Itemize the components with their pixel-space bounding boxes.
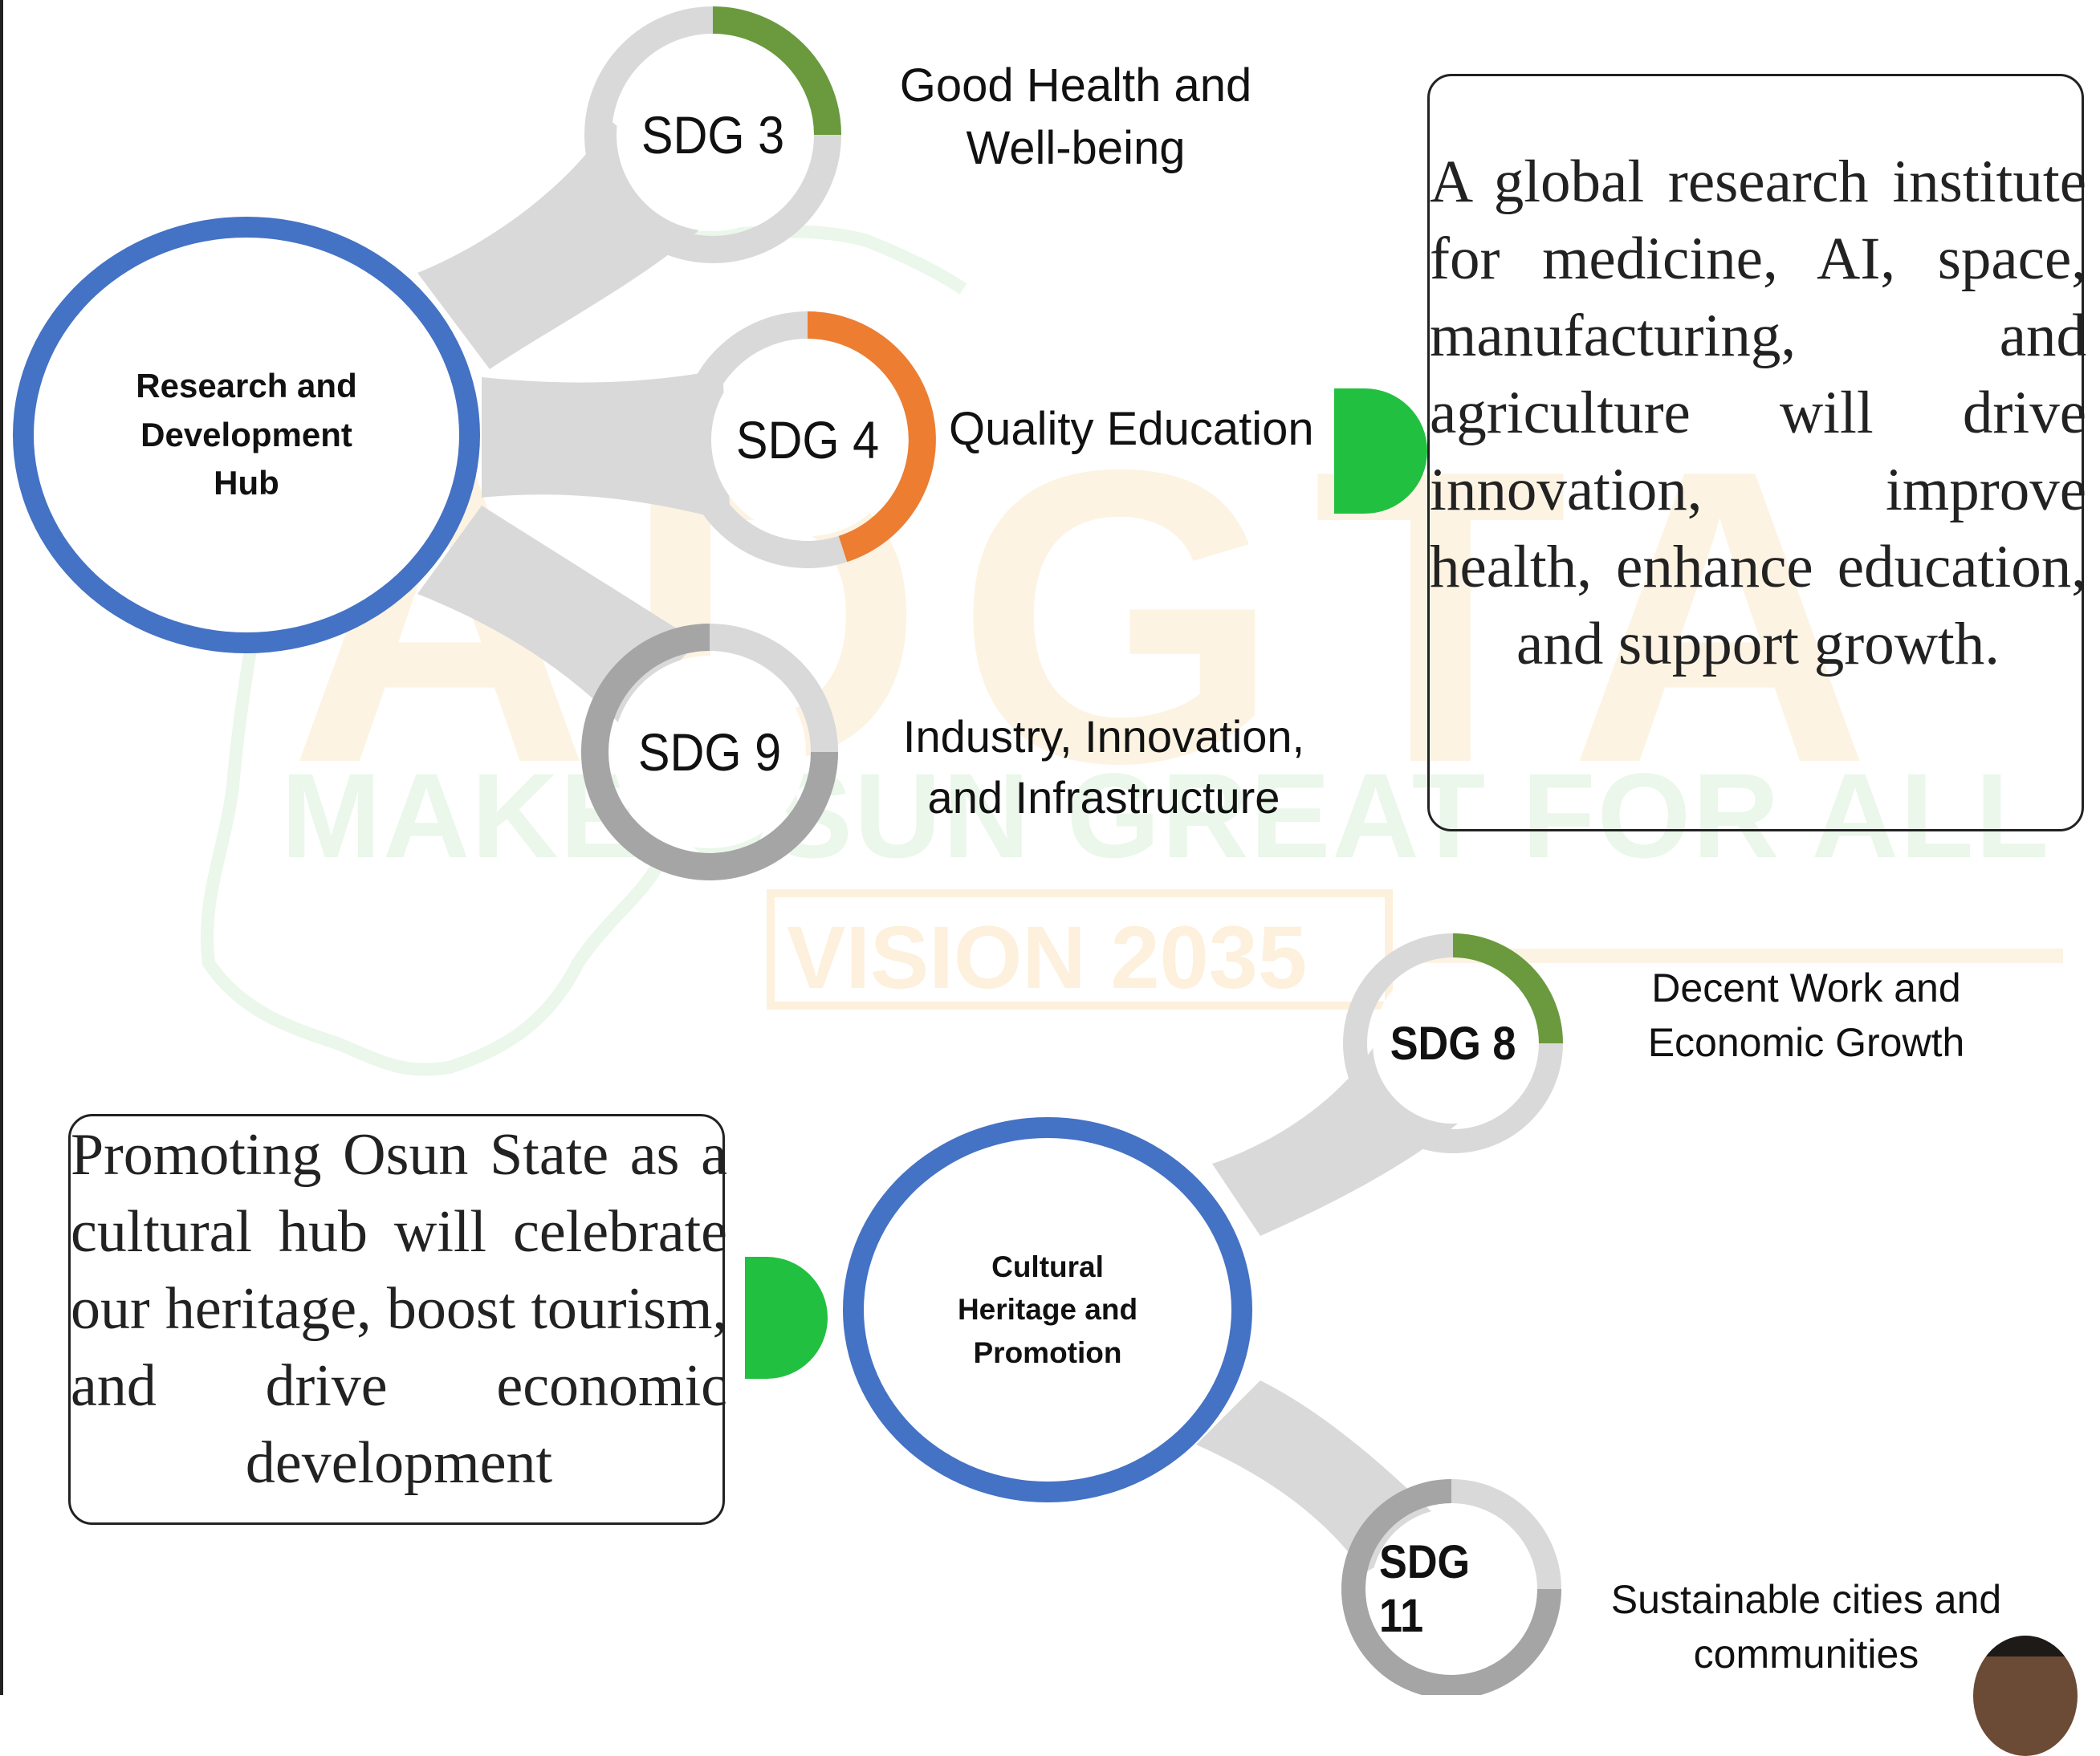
page-border [0, 0, 3, 1695]
arc-sdg9 [581, 624, 838, 880]
hub-research-development: Research and Development Hub [13, 217, 480, 653]
sdg-code: SDG 8 [1390, 1017, 1516, 1070]
diagram-shapes [201, 6, 1563, 1695]
sdg-11-badge: SDG 11 [1371, 1509, 1532, 1669]
arc-sdg4 [807, 311, 936, 563]
sdg-11-label: Sustainable cities and communities [1610, 1577, 2002, 1677]
connector-sdg4 [482, 369, 731, 522]
sdg-code: SDG 4 [735, 410, 880, 469]
sdg-8-badge: SDG 8 [1373, 963, 1533, 1124]
hub-title: Cultural Heritage and Promotion [957, 1250, 1138, 1369]
sdg-code: SDG 3 [641, 105, 785, 165]
sdg-code: SDG 9 [637, 722, 782, 782]
hub-description: A global research institute for medicine… [1430, 148, 2086, 677]
arc-sdg8 [1452, 933, 1563, 1044]
arc-sdg3 [712, 6, 841, 136]
marker-hub1 [1334, 388, 1427, 514]
hub-2-description-box: Promoting Osun State as a cultural hub w… [68, 1114, 727, 1525]
arc-sdg11 [1341, 1479, 1561, 1695]
map-outline-watermark [201, 225, 967, 1076]
sdg-9-label: Industry, Innovation, and Infrastructure [902, 711, 1305, 823]
hub-1-description-box: A global research institute for medicine… [1427, 74, 2086, 831]
avatar [1973, 1636, 2078, 1756]
sdg-8-label: Decent Work and Economic Growth [1647, 965, 1965, 1065]
sdg-4-badge: SDG 4 [711, 343, 904, 536]
sdg-code: SDG 11 [1379, 1536, 1471, 1642]
sdg-9-badge: SDG 9 [613, 656, 806, 848]
hub-title: Research and Development Hub [136, 366, 357, 502]
marker-hub2 [745, 1257, 828, 1379]
sdg-4-label: Quality Education [949, 403, 1314, 455]
sdg-3-badge: SDG 3 [617, 39, 809, 231]
hub-cultural-heritage: Cultural Heritage and Promotion [843, 1117, 1252, 1502]
sdg-3-label: Good Health and Well-being [899, 59, 1252, 175]
hub-description: Promoting Osun State as a cultural hub w… [71, 1122, 727, 1496]
